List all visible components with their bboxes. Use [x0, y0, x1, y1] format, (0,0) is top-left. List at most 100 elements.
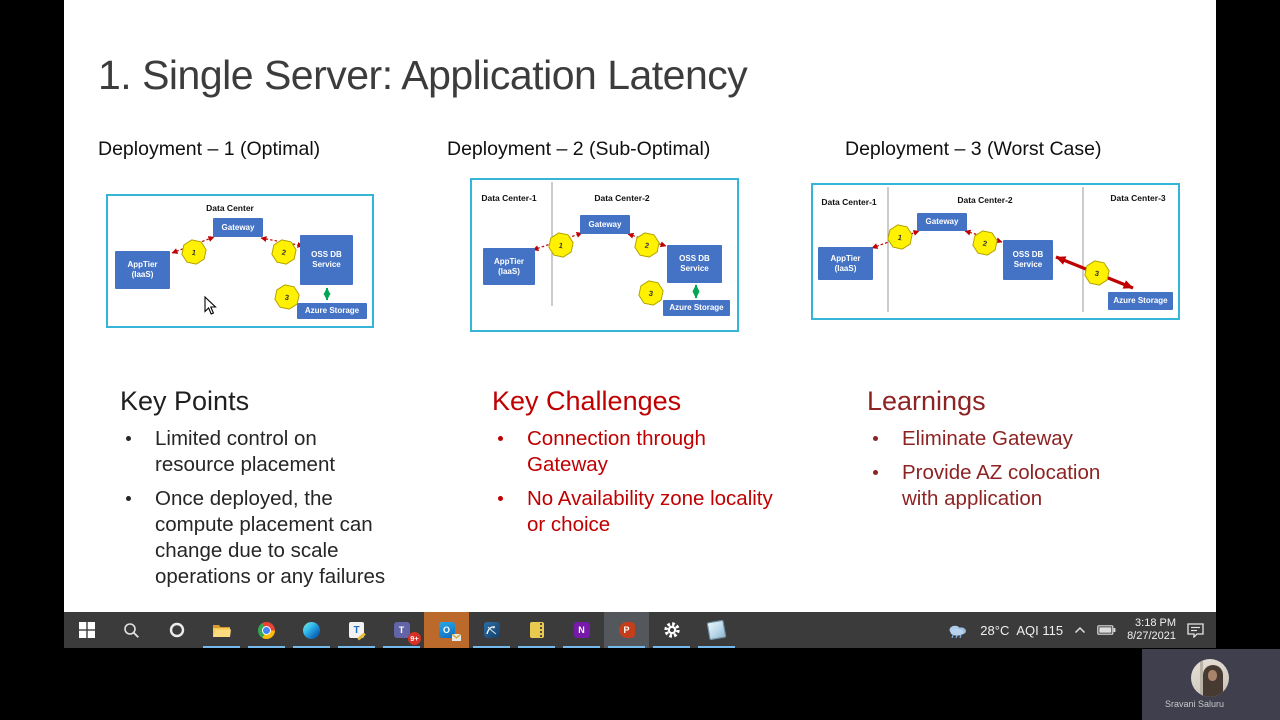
tray-chevron-up-icon[interactable] [1074, 626, 1086, 634]
apptier-node: AppTier(IaaS) [483, 248, 535, 285]
gateway-node: Gateway [213, 218, 263, 237]
key-points-heading: Key Points [120, 386, 250, 416]
battery-icon[interactable] [1097, 625, 1116, 635]
storage-node: Azure Storage [663, 300, 730, 316]
gateway-node: Gateway [580, 215, 630, 234]
key-points-section: Key Points Limited control on resource p… [120, 386, 385, 598]
deployment-1-heading: Deployment – 1 (Optimal) [98, 138, 321, 160]
key-challenges-bullet: No Availability zone locality or choice [492, 486, 773, 538]
windows-taskbar: T T 9+ O [64, 612, 1216, 648]
arrow-gateway-ossdb [260, 236, 304, 248]
storage-node: Azure Storage [297, 303, 367, 319]
search-button[interactable] [109, 612, 154, 648]
bullet-line: Provide AZ colocation [902, 461, 1101, 484]
gear-icon [663, 622, 680, 638]
diagram-deployment-2: Data Center-1 Data Center-2 Gateway AppT… [470, 178, 739, 332]
tray-time: 3:18 PM [1135, 617, 1176, 629]
gateway-node: Gateway [917, 213, 967, 231]
zone-label: Data Center-1 [481, 193, 537, 203]
learnings-section: Learnings Eliminate Gateway Provide AZ c… [867, 386, 1100, 520]
presenter-video-tile[interactable]: Sravani Saluru [1142, 649, 1280, 720]
chrome-button[interactable] [244, 612, 289, 648]
bullet-line: or choice [527, 513, 611, 536]
key-points-bullet: Once deployed, the compute placement can… [120, 486, 385, 590]
apptier-node: AppTier(IaaS) [115, 251, 170, 289]
onenote-button[interactable]: N [559, 612, 604, 648]
diagram-1-arrows [171, 236, 331, 301]
key-points-bullet: Limited control on resource placement [120, 426, 385, 478]
mouse-cursor [204, 296, 217, 315]
search-icon [124, 622, 139, 638]
bullet-line: with application [902, 487, 1043, 510]
start-button[interactable] [64, 612, 109, 648]
bullet-line: compute placement can [155, 513, 373, 536]
bullet-dot [498, 496, 503, 501]
zip-app-icon [529, 622, 544, 638]
clock-widget[interactable]: 3:18 PM 8/27/2021 [1127, 617, 1176, 643]
deployment-3-heading: Deployment – 3 (Worst Case) [845, 138, 1102, 160]
notes-glyph: T [353, 624, 360, 636]
aqi-label: AQI 115 [1016, 622, 1064, 638]
outlook-button[interactable]: O [424, 612, 469, 648]
temperature-label: 28°C [980, 622, 1010, 638]
zone-label: Data Center-1 [821, 197, 877, 207]
notepad-button[interactable] [694, 612, 739, 648]
presentation-slide: 1. Single Server: Application Latency De… [64, 0, 1216, 612]
learnings-bullet: Provide AZ colocation with application [867, 460, 1100, 512]
notes-app-button[interactable]: T [334, 612, 379, 648]
weather-widget[interactable]: 28°C AQI 115 [980, 623, 1063, 638]
powerpoint-icon: P [618, 622, 635, 638]
edge-button[interactable] [289, 612, 334, 648]
bullet-line: Limited control on [155, 427, 317, 450]
learnings-heading: Learnings [867, 386, 986, 416]
action-center-icon[interactable] [1187, 622, 1204, 638]
bullet-line: Gateway [527, 453, 608, 476]
notes-app-icon: T [349, 622, 366, 641]
weather-rain-icon[interactable] [947, 623, 969, 638]
bullet-line: Connection through [527, 427, 706, 450]
arrow-apptier-gateway [171, 236, 215, 254]
bullet-line: No Availability zone locality [527, 487, 773, 510]
teams-button[interactable]: T 9+ [379, 612, 424, 648]
bullet-dot [873, 470, 878, 475]
windows-logo-icon [78, 622, 95, 638]
learnings-bullet: Eliminate Gateway [867, 426, 1100, 452]
file-explorer-button[interactable] [199, 612, 244, 648]
cortana-button[interactable] [154, 612, 199, 648]
onenote-icon: N [573, 622, 590, 638]
folder-icon [213, 624, 231, 637]
diagram-deployment-3: Data Center-1 Data Center-2 Data Center-… [811, 183, 1180, 320]
bullet-line: operations or any failures [155, 565, 386, 588]
zip-app-button[interactable] [514, 612, 559, 648]
bullet-line: Once deployed, the [155, 487, 333, 510]
curve-tool-button[interactable] [469, 612, 514, 648]
powerpoint-button[interactable]: P [604, 612, 649, 648]
bullet-line: resource placement [155, 453, 336, 476]
zone-label: Data Center [206, 203, 254, 213]
person-face [1208, 670, 1217, 681]
bullet-dot [126, 436, 131, 441]
avatar-background-detail [1200, 659, 1203, 697]
curve-tool-icon [483, 622, 500, 638]
deployment-2-heading: Deployment – 2 (Sub-Optimal) [447, 138, 711, 160]
teams-icon: T [393, 622, 410, 638]
shared-screen: 1. Single Server: Application Latency De… [64, 0, 1216, 648]
system-tray: 28°C AQI 115 3:18 PM 8/27/2021 [947, 612, 1216, 648]
envelope-icon [452, 634, 461, 641]
zone-label: Data Center-2 [594, 193, 650, 203]
key-challenges-section: Key Challenges Connection through Gatewa… [492, 386, 773, 546]
chrome-icon [258, 621, 275, 639]
presenter-name-label: Sravani Saluru [1165, 699, 1225, 709]
teams-notification-badge: 9+ [408, 632, 421, 645]
zone-label: Data Center-3 [1110, 193, 1166, 203]
cortana-icon [169, 622, 184, 638]
arrow-apptier-gateway [532, 231, 583, 252]
presenter-avatar [1191, 659, 1229, 697]
zone-label: Data Center-2 [957, 195, 1013, 205]
edge-icon [303, 621, 320, 639]
outlook-icon: O [438, 622, 455, 638]
settings-button[interactable] [649, 612, 694, 648]
